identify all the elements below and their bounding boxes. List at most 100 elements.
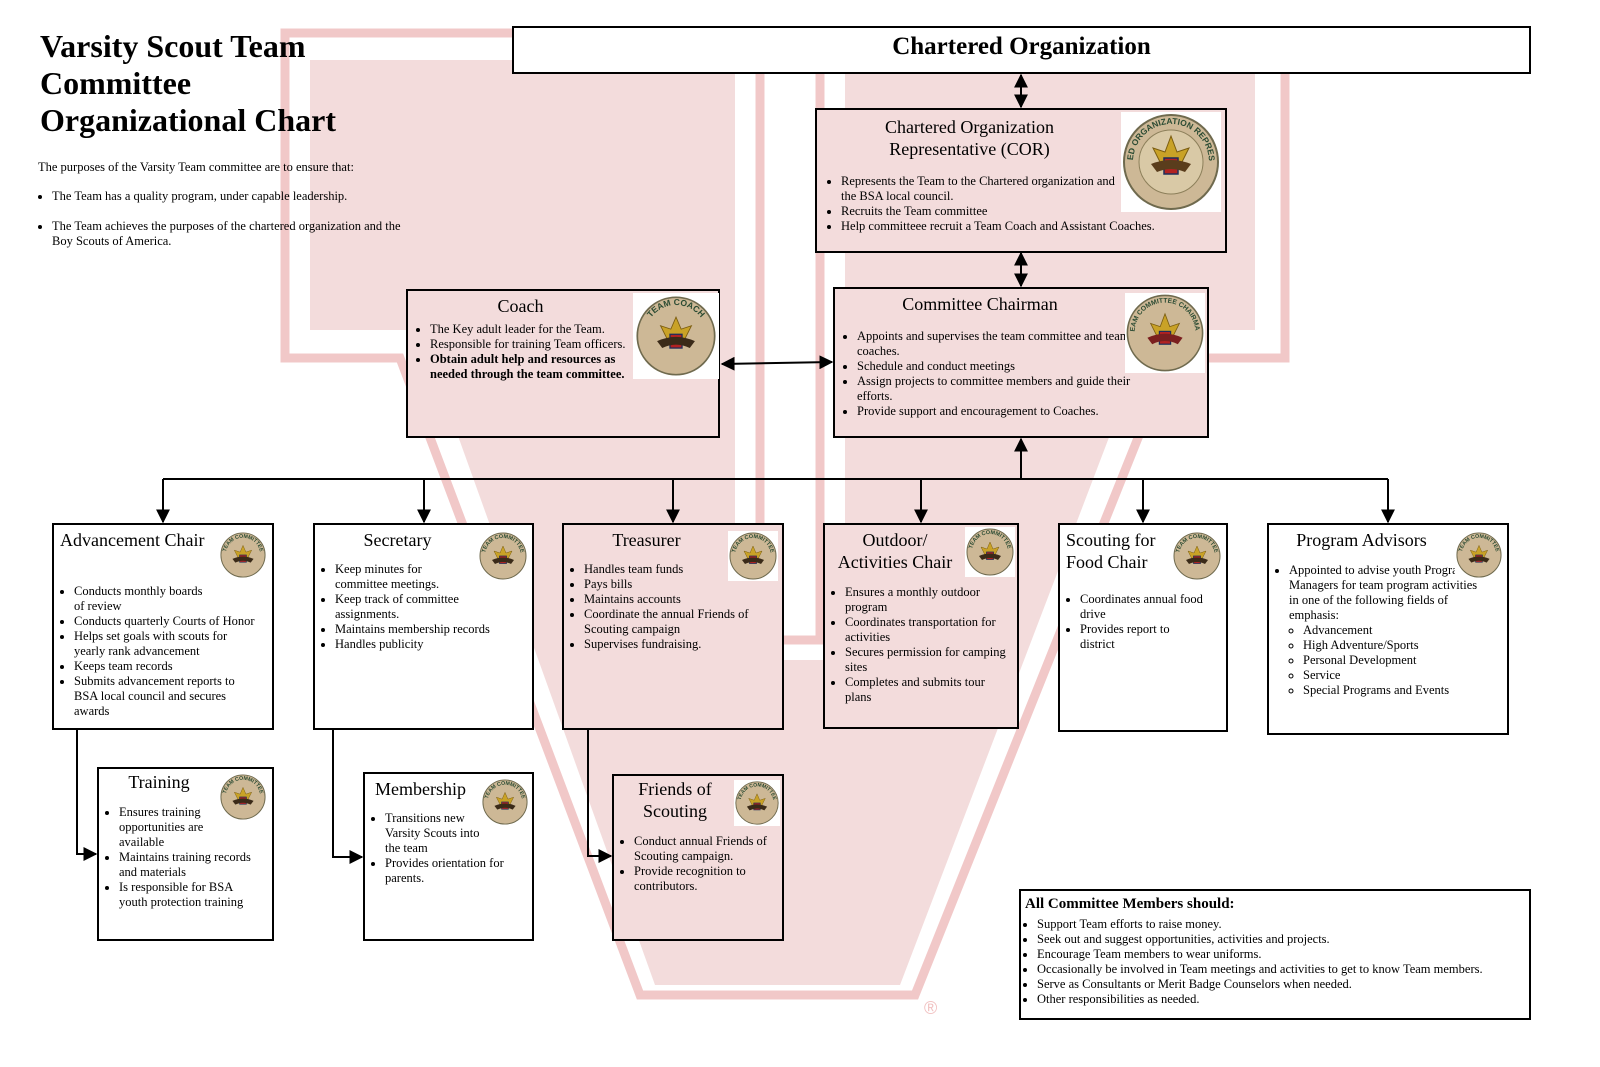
list-item: Occasionally be involved in Team meeting… — [1037, 962, 1525, 977]
list-item: Responsible for training Team officers. — [430, 337, 655, 352]
treasurer-title: Treasurer — [612, 530, 681, 550]
chartered-organization-title: Chartered Organization — [892, 33, 1151, 60]
advisors-title: Program Advisors — [1296, 530, 1427, 550]
advancement-chair-box: Advancement Chair Conducts monthly board… — [52, 523, 274, 730]
advisors-fields: Advancement High Adventure/Sports Person… — [1289, 623, 1484, 698]
list-item: Keeps team records — [74, 659, 284, 674]
list-item: Coordinates transportation for activitie… — [845, 615, 1025, 645]
team-committee-badge-icon: TEAM COMMITTEE — [728, 531, 778, 581]
list-item: Conducts quarterly Courts of Honor — [74, 614, 284, 629]
advisors-duties: Appointed to advise youth Program Manage… — [1271, 563, 1484, 698]
intro-lead: The purposes of the Varsity Team committ… — [38, 160, 354, 174]
list-item: Maintains accounts — [584, 592, 784, 607]
list-item: Helps set goals with scouts for yearly r… — [74, 629, 244, 659]
secretary-duties: Keep minutes for committee meetings. Kee… — [317, 562, 535, 652]
team-committee-badge-icon: TEAM COMMITTEE — [1172, 531, 1222, 581]
membership-title: Membership — [375, 779, 466, 799]
list-item: Provide recognition to contributors. — [634, 864, 759, 894]
list-item: Provides report to district — [1080, 622, 1190, 652]
badge-graphic: TEAM COMMITTEE — [965, 527, 1015, 577]
secretary-title: Secretary — [363, 530, 432, 550]
list-item: Special Programs and Events — [1303, 683, 1484, 698]
coach-box: Coach The Key adult leader for the Team.… — [406, 289, 720, 438]
advancement-duties: Conducts monthly boards of review Conduc… — [56, 584, 284, 719]
all-members-duties: Support Team efforts to raise money. See… — [1025, 917, 1525, 1007]
committee-chairman-badge-icon: TEAM COMMITTEE CHAIRMAN — [1125, 293, 1205, 373]
list-item: Keep minutes for committee meetings. — [335, 562, 455, 592]
list-item: Transitions new Varsity Scouts into the … — [385, 811, 480, 856]
chairman-duties: Appoints and supervises the team committ… — [839, 329, 1147, 419]
membership-duties: Transitions new Varsity Scouts into the … — [367, 811, 535, 886]
list-item: Coordinates annual food drive — [1080, 592, 1230, 622]
list-item: Seek out and suggest opportunities, acti… — [1037, 932, 1525, 947]
intro-point: The Team has a quality program, under ca… — [52, 189, 418, 204]
cor-duties: Represents the Team to the Chartered org… — [823, 174, 1226, 234]
list-item: Is responsible for BSA youth protection … — [119, 880, 259, 910]
list-item: Assign projects to committee members and… — [857, 374, 1147, 404]
list-item: Recruits the Team committee — [841, 204, 1226, 219]
training-title: Training — [128, 772, 190, 792]
list-item: Schedule and conduct meetings — [857, 359, 1147, 374]
list-item: Appoints and supervises the team committ… — [857, 329, 1147, 359]
list-item: Completes and submits tour plans — [845, 675, 995, 705]
team-committee-badge-icon: TEAM COMMITTEE — [481, 778, 529, 826]
list-item: Pays bills — [584, 577, 784, 592]
team-committee-badge-icon: TEAM COMMITTEE — [219, 773, 267, 821]
list-item: Service — [1303, 668, 1484, 683]
list-item: Personal Development — [1303, 653, 1484, 668]
fos-duties: Conduct annual Friends of Scouting campa… — [616, 834, 784, 894]
badge-graphic: TEAM COMMITTEE — [478, 531, 528, 581]
badge-graphic: TEAM COMMITTEE — [481, 778, 529, 826]
training-duties: Ensures training opportunities are avail… — [101, 805, 274, 910]
list-item: Obtain adult help and resources as neede… — [430, 352, 655, 382]
list-item: Conducts monthly boards of review — [74, 584, 214, 614]
membership-box: Membership Transitions new Varsity Scout… — [363, 772, 534, 941]
badge-graphic: TEAM COMMITTEE — [219, 531, 267, 579]
coach-duties: The Key adult leader for the Team. Respo… — [412, 322, 655, 382]
badge-graphic: TEAM COMMITTEE — [1172, 531, 1222, 581]
intro: The purposes of the Varsity Team committ… — [38, 160, 418, 264]
list-item: Supervises fundraising. — [584, 637, 784, 652]
list-item: Ensures training opportunities are avail… — [119, 805, 224, 850]
committee-chairman-box: Committee Chairman Appoints and supervis… — [833, 287, 1209, 438]
badge-graphic: TEAM COMMITTEE — [734, 780, 780, 826]
scouting-for-food-chair-box: Scouting for Food Chair Coordinates annu… — [1058, 523, 1228, 732]
training-box: Training Ensures training opportunities … — [97, 767, 274, 941]
list-item: Other responsibilities as needed. — [1037, 992, 1525, 1007]
list-item: Ensures a monthly outdoor program — [845, 585, 995, 615]
badge-graphic: TEAM COACH — [633, 293, 719, 379]
outdoor-activities-chair-box: Outdoor/ Activities Chair Ensures a mont… — [823, 523, 1019, 729]
team-coach-badge-icon: TEAM COACH — [633, 293, 719, 379]
chairman-title: Committee Chairman — [902, 294, 1058, 314]
program-advisors-box: Program Advisors Appointed to advise you… — [1267, 523, 1509, 735]
list-item: Keep track of committee assignments. — [335, 592, 475, 622]
fos-title: Friends of Scouting — [638, 779, 712, 821]
list-item: Advancement — [1303, 623, 1484, 638]
food-title: Scouting for Food Chair — [1066, 530, 1156, 572]
chartered-organization-box: Chartered Organization — [512, 26, 1531, 74]
list-item: Encourage Team members to wear uniforms. — [1037, 947, 1525, 962]
list-item: Conduct annual Friends of Scouting campa… — [634, 834, 784, 864]
friends-of-scouting-box: Friends of Scouting Conduct annual Frien… — [612, 774, 784, 941]
all-committee-members-box: All Committee Members should: Support Te… — [1019, 889, 1531, 1020]
advancement-title: Advancement Chair — [60, 530, 205, 550]
list-item: Help committeee recruit a Team Coach and… — [841, 219, 1226, 234]
intro-points: The Team has a quality program, under ca… — [38, 189, 418, 249]
badge-graphic: CHARTERED ORGANIZATION REPRESENTATIVE — [1121, 112, 1221, 212]
list-item: Serve as Consultants or Merit Badge Coun… — [1037, 977, 1525, 992]
registered-mark: ® — [924, 998, 938, 1018]
list-item: Coordinate the annual Friends of Scoutin… — [584, 607, 774, 637]
outdoor-title: Outdoor/ Activities Chair — [837, 530, 953, 572]
list-item: Maintains membership records — [335, 622, 535, 637]
team-committee-badge-icon: TEAM COMMITTEE — [1455, 531, 1503, 579]
list-item: Maintains training records and materials — [119, 850, 269, 880]
list-item: Submits advancement reports to BSA local… — [74, 674, 249, 719]
food-duties: Coordinates annual food drive Provides r… — [1062, 592, 1230, 652]
page-title: Varsity Scout Team Committee Organizatio… — [40, 28, 336, 138]
cor-title: Chartered Organization Representative (C… — [884, 117, 1055, 159]
team-committee-badge-icon: TEAM COMMITTEE — [478, 531, 528, 581]
team-committee-badge-icon: TEAM COMMITTEE — [734, 780, 780, 826]
badge-graphic: TEAM COMMITTEE — [1455, 531, 1503, 579]
list-item: Handles publicity — [335, 637, 535, 652]
